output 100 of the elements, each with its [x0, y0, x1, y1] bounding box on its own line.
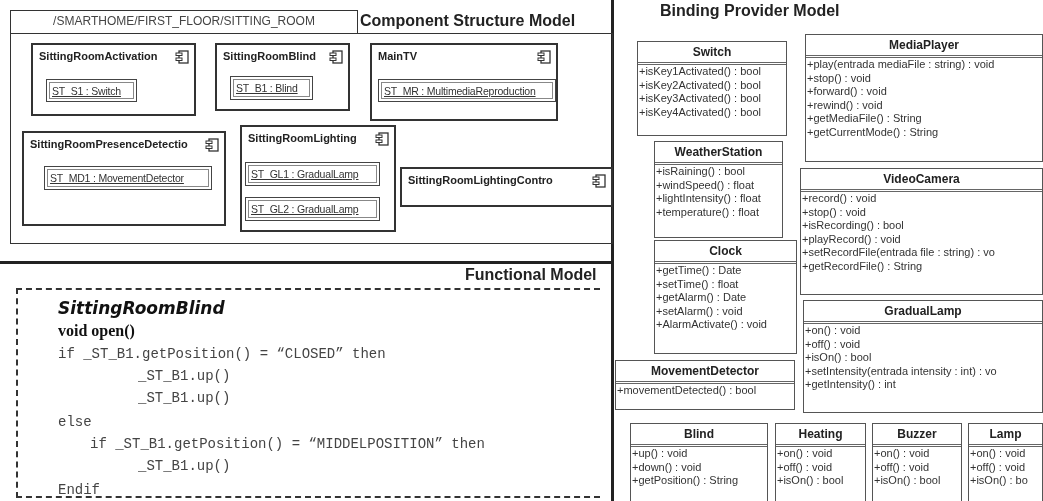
method-signature: +off() : void [776, 460, 834, 474]
method-signature: +isOn() : bo [969, 474, 1029, 488]
method-signature: +off() : void [969, 460, 1027, 474]
instance-name: ST_GL2 : GradualLamp [251, 203, 359, 215]
method-signature: +playRecord() : void [801, 232, 902, 246]
method-signature: +AlarmActivate() : void [655, 318, 768, 332]
class-name: Heating [776, 424, 865, 447]
method-signature: void open() [58, 322, 135, 340]
method-signature: +on() : void [873, 447, 931, 461]
section-title: Functional Model [465, 266, 597, 284]
method-signature: +off() : void [804, 337, 862, 351]
instance-box [245, 197, 380, 221]
class-box [968, 423, 1043, 501]
instance-name: ST_B1 : Blind [236, 82, 298, 94]
method-signature: +up() : void [631, 447, 689, 461]
method-signature: +setTime() : float [655, 277, 740, 291]
method-signature: +isRecording() : bool [801, 219, 905, 233]
class-name: Blind [631, 424, 767, 447]
method-signature: +temperature() : float [655, 205, 761, 219]
method-signature: +on() : void [776, 447, 834, 461]
method-signature: +getAlarm() : Date [655, 291, 748, 305]
class-box [615, 360, 795, 410]
method-signature: +windSpeed() : float [655, 178, 756, 192]
class-box [803, 300, 1043, 413]
method-signature: +record() : void [801, 192, 878, 206]
class-box [654, 141, 783, 238]
method-signature: +setRecordFile(entrada file : string) : vo [801, 246, 996, 260]
component-name: SittingRoomLighting [248, 132, 357, 144]
class-box [630, 423, 768, 501]
method-signature: +play(entrada mediaFile : string) : void [806, 58, 996, 72]
component-box [31, 43, 196, 116]
method-signature: +isKey2Activated() : bool [638, 78, 762, 92]
code-line: Endif [58, 482, 100, 498]
method-signature: +isKey4Activated() : bool [638, 105, 762, 119]
component-name: SittingRoomPresenceDetectio [30, 138, 188, 150]
method-signature: +isRaining() : bool [655, 165, 746, 179]
method-signature: +on() : void [804, 324, 862, 338]
code-line: if _ST_B1.getPosition() = “MIDDELPOSITION” then [90, 436, 485, 452]
instance-box [44, 166, 212, 190]
code-line: if _ST_B1.getPosition() = “CLOSED” then [58, 346, 386, 362]
class-name: WeatherStation [655, 142, 782, 165]
code-line: else [58, 414, 92, 430]
section-title: Component Structure Model [360, 12, 576, 30]
instance-name: ST_MR : MultimediaReproduction [384, 84, 536, 97]
component-box [215, 43, 350, 111]
method-signature: +on() : void [969, 447, 1027, 461]
instance-name: ST_GL1 : GradualLamp [251, 168, 359, 180]
class-name: VideoCamera [801, 169, 1042, 192]
package-tab: /SMARTHOME/FIRST_FLOOR/SITTING_ROOM [10, 10, 358, 34]
component-name: MainTV [378, 50, 418, 62]
method-signature: +isOn() : bool [776, 474, 845, 488]
method-signature: +stop() : void [806, 71, 872, 85]
class-name: MovementDetector [616, 361, 794, 384]
class-box [805, 34, 1043, 162]
instance-box [245, 162, 380, 186]
class-name: Buzzer [873, 424, 961, 447]
method-signature: +off() : void [873, 460, 931, 474]
method-signature: +lightIntensity() : float [655, 192, 762, 206]
class-name: Switch [638, 42, 786, 65]
method-signature: +getIntensity() : int [804, 378, 897, 392]
method-signature: +getPosition() : String [631, 474, 740, 488]
class-name: GradualLamp [804, 301, 1042, 324]
method-signature: +getTime() : Date [655, 264, 743, 278]
instance-name: ST_S1 : Switch [52, 84, 121, 97]
method-signature: +isKey3Activated() : bool [638, 92, 762, 106]
method-signature: +stop() : void [801, 205, 867, 219]
section-title: Binding Provider Model [660, 2, 840, 20]
class-box [637, 41, 787, 136]
class-box [872, 423, 962, 501]
method-signature: +isOn() : bool [804, 351, 873, 365]
component-box [240, 125, 396, 232]
instance-box [378, 79, 556, 102]
class-name: SittingRoomBlind [58, 298, 225, 318]
component-box [370, 43, 558, 121]
method-signature: +getRecordFile() : String [801, 259, 924, 273]
class-box [800, 168, 1043, 295]
component-name: SittingRoomActivation [39, 50, 158, 62]
class-name: Clock [655, 241, 796, 264]
instance-box [46, 79, 137, 102]
class-name: Lamp [969, 424, 1042, 447]
class-box [775, 423, 866, 501]
method-signature: +forward() : void [806, 85, 888, 99]
component-box [400, 167, 613, 207]
method-signature: +down() : void [631, 460, 703, 474]
method-signature: +getCurrentMode() : String [806, 125, 940, 139]
code-line: _ST_B1.up() [138, 390, 231, 406]
method-signature: +movementDetected() : bool [616, 384, 758, 398]
component-name: SittingRoomLightingContro [408, 174, 553, 186]
method-signature: +setAlarm() : void [655, 304, 744, 318]
method-signature: +isOn() : bool [873, 474, 942, 488]
method-signature: +getMediaFile() : String [806, 112, 923, 126]
component-name: SittingRoomBlind [223, 50, 316, 62]
instance-box [230, 76, 313, 100]
code-line: _ST_B1.up() [138, 368, 231, 384]
instance-name: ST_MD1 : MovementDetector [50, 172, 184, 184]
component-box [22, 131, 226, 226]
class-box [654, 240, 797, 354]
class-name: MediaPlayer [806, 35, 1042, 58]
method-signature: +isKey1Activated() : bool [638, 65, 762, 79]
method-signature: +rewind() : void [806, 98, 884, 112]
